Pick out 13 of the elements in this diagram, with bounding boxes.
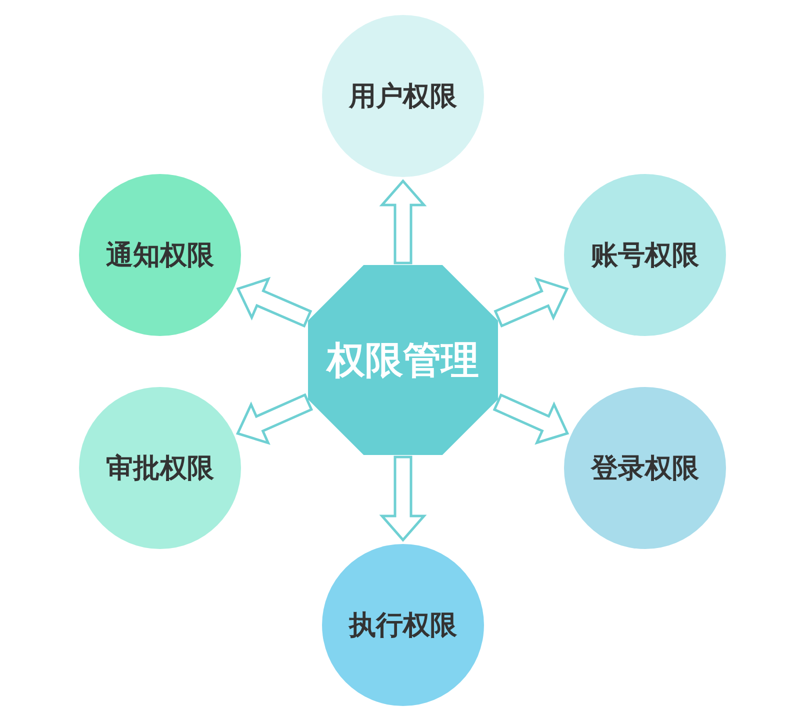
node-label: 账号权限 — [591, 239, 699, 273]
node-label: 执行权限 — [349, 609, 457, 643]
block-arrow — [379, 179, 427, 264]
block-arrow — [492, 393, 570, 445]
node-label: 通知权限 — [106, 239, 214, 273]
block-arrow — [236, 393, 314, 445]
block-arrow — [379, 456, 427, 542]
center-title: 权限管理 — [327, 336, 479, 384]
node-label: 用户权限 — [349, 80, 457, 114]
block-arrow — [236, 276, 312, 328]
node-label: 审批权限 — [106, 452, 214, 486]
block-arrow — [494, 277, 569, 328]
node-label: 登录权限 — [591, 452, 699, 486]
